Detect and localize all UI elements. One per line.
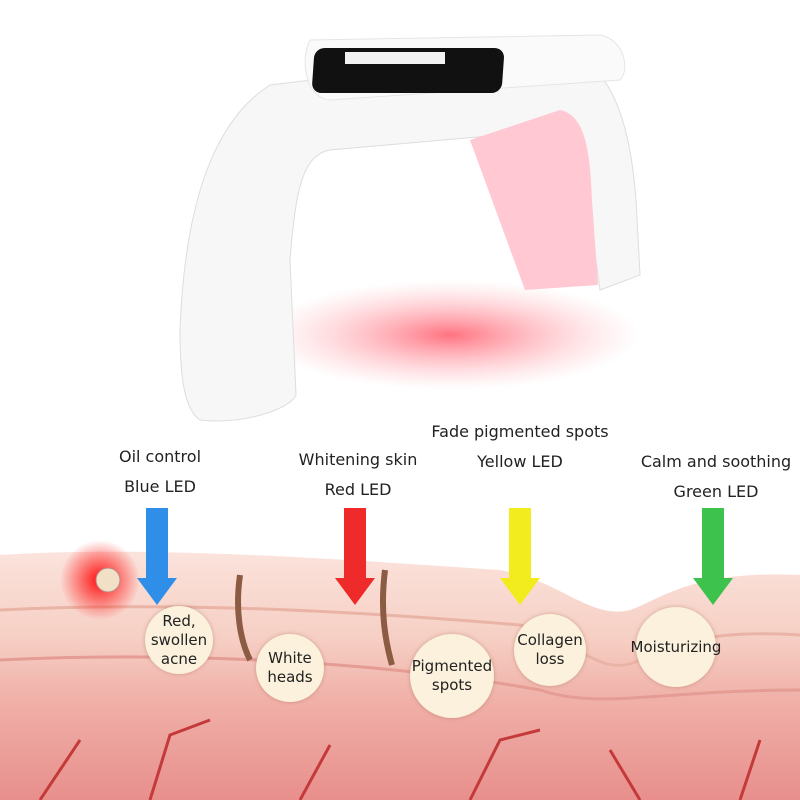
led-arrow [500, 508, 540, 605]
led-device [179, 34, 641, 422]
led-label: Yellow LED [477, 452, 563, 471]
target-text: Red, swollen acne [150, 611, 208, 668]
led-label: Green LED [673, 482, 759, 501]
target-bubble: Pigmented spots [410, 634, 494, 718]
benefit-label: Fade pigmented spots [431, 422, 609, 441]
target-text: Moisturizing [630, 637, 722, 656]
target-bubble: White heads [256, 634, 324, 702]
target-bubble: Moisturizing [631, 607, 721, 687]
target-bubble: Collagen loss [514, 614, 586, 686]
benefit-label: Whitening skin [298, 450, 418, 469]
led-arrow [137, 508, 177, 605]
target-text: Pigmented spots [411, 657, 493, 694]
led-arrow [693, 508, 733, 605]
target-text: Collagen loss [517, 631, 583, 668]
target-bubble: Red, swollen acne [145, 606, 213, 674]
benefit-label: Calm and soothing [640, 452, 792, 471]
benefit-label: Oil control [118, 447, 202, 466]
led-label: Red LED [324, 480, 392, 499]
target-text: White heads [267, 649, 313, 686]
led-arrow [335, 508, 375, 605]
led-label: Blue LED [124, 477, 196, 496]
